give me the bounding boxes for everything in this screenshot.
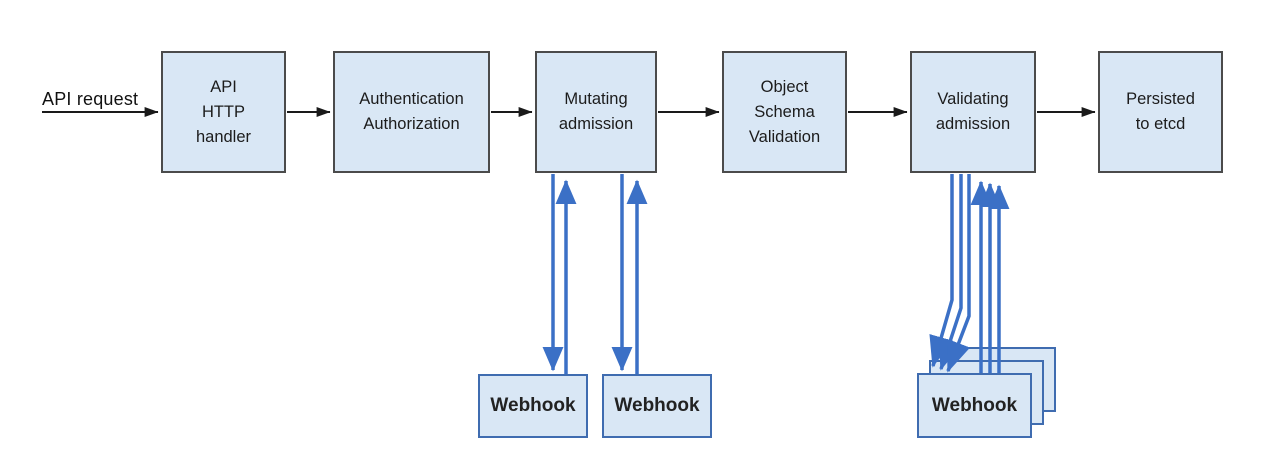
webhook-box-mutating-1: Webhook — [478, 374, 588, 438]
node-authentication-authorization: Authentication Authorization — [333, 51, 490, 173]
node-api-http-handler: API HTTP handler — [161, 51, 286, 173]
webhook-stack-front: Webhook — [917, 373, 1032, 438]
node-label: Object Schema Validation — [748, 77, 821, 146]
node-label: Mutating admission — [558, 90, 634, 133]
node-label: Persisted to etcd — [1126, 90, 1195, 133]
api-request-label: API request — [42, 89, 139, 109]
node-label: Authentication Authorization — [359, 90, 464, 133]
node-label: API HTTP handler — [195, 77, 252, 146]
validating-webhook-down-arrow-1 — [929, 174, 954, 368]
webhook-label: Webhook — [614, 395, 700, 416]
webhook-label: Webhook — [490, 395, 576, 416]
node-mutating-admission: Mutating admission — [535, 51, 657, 173]
node-persisted-to-etcd: Persisted to etcd — [1098, 51, 1223, 173]
node-label: Validating admission — [935, 90, 1011, 133]
validating-webhook-down-arrow-3 — [946, 174, 971, 373]
webhook-box-mutating-2: Webhook — [602, 374, 712, 438]
webhook-label: Webhook — [931, 394, 1018, 416]
node-validating-admission: Validating admission — [910, 51, 1036, 173]
node-object-schema-validation: Object Schema Validation — [722, 51, 847, 173]
